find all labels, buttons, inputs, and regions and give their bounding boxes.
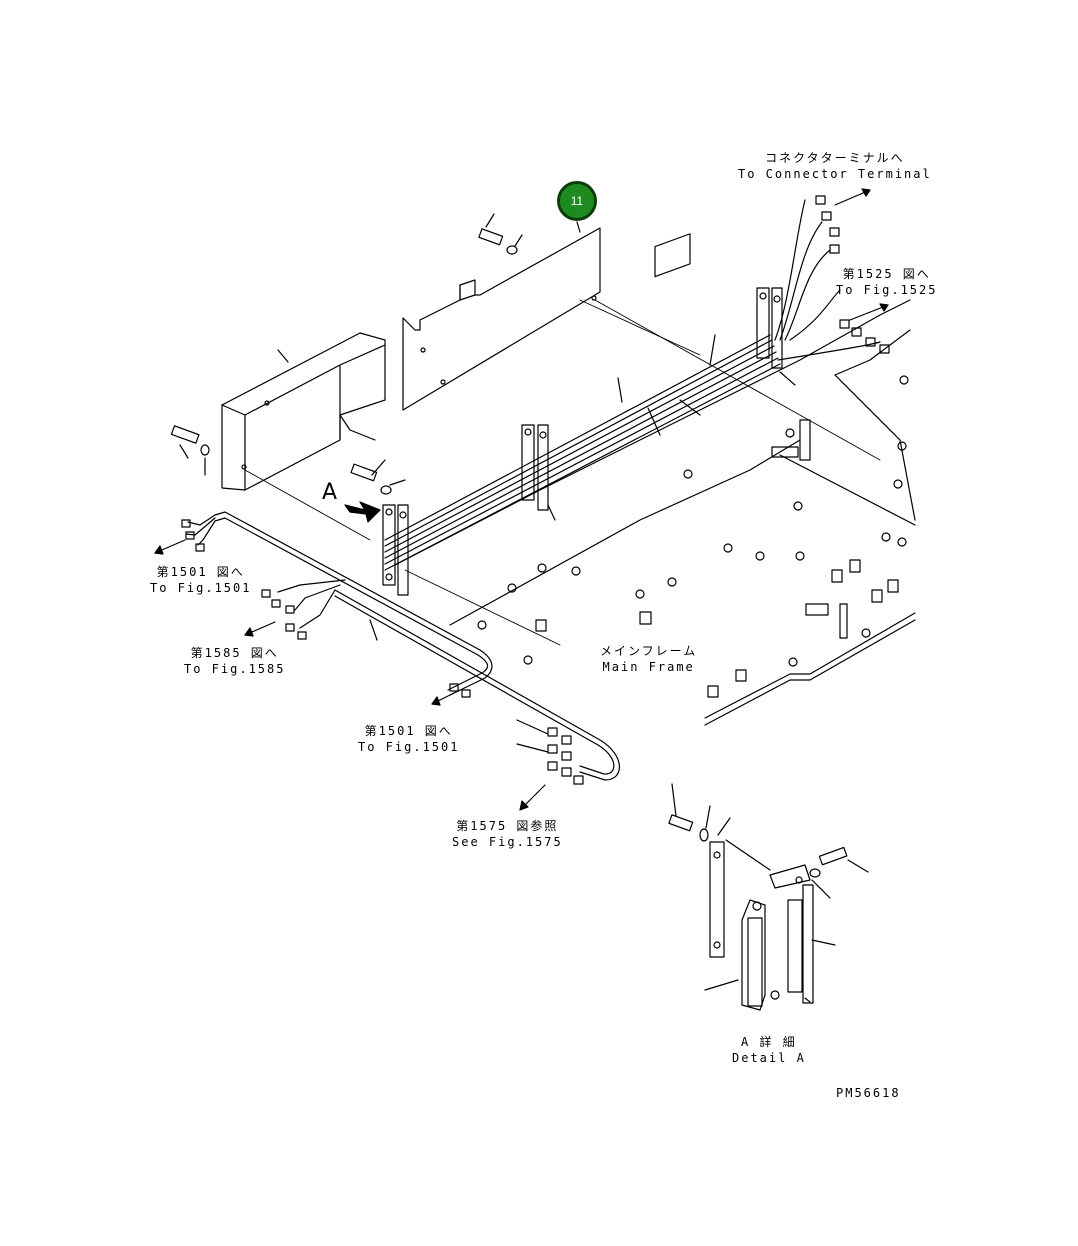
detail-a-label: A 詳 細 Detail A [732,1034,806,1066]
connector-terminal-label: コネクタターミナルへ To Connector Terminal [738,150,932,182]
clamp-bracket-middle [521,424,556,521]
fig1585-label: 第1585 図へ To Fig.1585 [184,645,285,677]
connector-terminal-en: To Connector Terminal [738,167,932,181]
clamp-bracket-right [756,287,796,386]
pointer-arrows [154,188,889,811]
clamp-bracket-left [382,504,409,596]
fig1501-b-en: To Fig.1501 [358,740,460,754]
drawing-code: PM56618 [836,1086,901,1100]
main-frame-en: Main Frame [602,660,695,674]
fig1575-label: 第1575 図参照 See Fig.1575 [452,818,563,850]
side-guard-cover [221,332,386,491]
harness-bundle [384,199,881,571]
fig1501-a-en: To Fig.1501 [150,581,252,595]
fig1585-jp: 第1585 図へ [190,646,279,660]
cover-plate-11 [402,221,601,411]
fig1501-label-a: 第1501 図へ To Fig.1501 [150,564,251,596]
detail-a-jp: A 詳 細 [741,1035,797,1049]
main-frame-jp: メインフレーム [600,644,698,658]
detail-a-en: Detail A [732,1051,806,1065]
fig1501-a-jp: 第1501 図へ [156,565,245,579]
main-frame-plate [394,299,916,726]
bolt-and-washer-left [170,425,210,476]
assembly-lines [244,299,881,646]
fig1525-en: To Fig.1525 [836,283,938,297]
detail-a-assembly [668,783,869,1011]
fig1525-jp: 第1525 図へ [842,267,931,281]
callout-11-badge[interactable]: 11 [557,181,597,221]
fig1585-en: To Fig.1585 [184,662,286,676]
view-a-arrow [344,501,381,523]
bolt-and-washer-mid [350,459,406,495]
fig1525-label: 第1525 図へ To Fig.1525 [836,266,937,298]
connector-terminal-jp: コネクタターミナルへ [765,151,905,165]
bolt-and-washer-top [478,213,523,255]
view-a-marker: A [322,480,338,505]
fig1575-jp: 第1575 図参照 [456,819,559,833]
harness-branch-left [185,511,620,781]
fig1575-en: See Fig.1575 [452,835,563,849]
connector-blocks [181,195,890,785]
main-frame-label: メインフレーム Main Frame [600,643,697,675]
fig1501-label-b: 第1501 図へ To Fig.1501 [358,723,459,755]
frame-mounting-parts [477,233,909,698]
fig1501-b-jp: 第1501 図へ [364,724,453,738]
